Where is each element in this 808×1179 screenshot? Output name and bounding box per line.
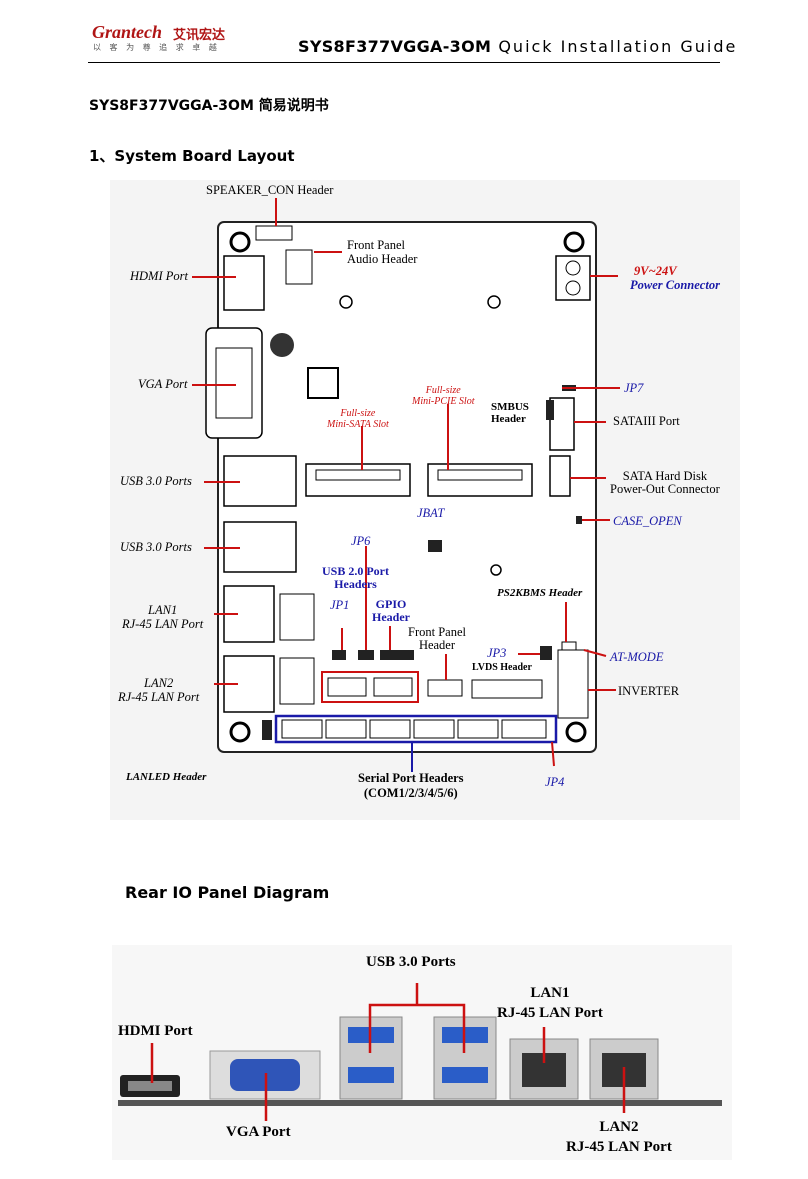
label-serial-headers: Serial Port Headers(COM1/2/3/4/5/6)	[358, 771, 464, 800]
brand-logo: Grantech	[92, 22, 163, 42]
power-connector-icon	[555, 255, 591, 301]
speaker-header-icon	[255, 225, 293, 241]
jp1-jumper-icon	[332, 650, 346, 660]
brand-logo-cn: 艾讯宏达	[173, 28, 226, 43]
label-speaker-header: SPEAKER_CON Header	[206, 183, 334, 197]
jbat-jumper-icon	[428, 540, 442, 552]
gpio-header-icon	[380, 650, 414, 660]
inverter-connector-icon	[557, 649, 589, 719]
rear-label-hdmi: HDMI Port	[118, 1023, 193, 1039]
serial-header-group-box	[274, 714, 558, 744]
ps2-header-icon	[561, 641, 577, 651]
label-inverter: INVERTER	[618, 684, 680, 698]
label-lanled-header: LANLED Header	[126, 771, 207, 783]
label-usb3-ports-b: USB 3.0 Ports	[120, 540, 192, 554]
mounting-hole-icon	[229, 231, 587, 743]
label-hdmi-port: HDMI Port	[130, 269, 188, 283]
rear-panel-edge	[118, 1100, 722, 1106]
label-vga-port: VGA Port	[138, 377, 188, 391]
jp6-jumper-icon	[358, 650, 374, 660]
label-jbat: JBAT	[417, 506, 445, 520]
lan-transformer-icon	[279, 593, 315, 641]
jp3-jumper-icon	[540, 646, 552, 660]
case-open-header-icon	[576, 516, 582, 524]
label-case-open: CASE_OPEN	[613, 514, 682, 528]
label-jp3: JP3	[487, 646, 507, 660]
header-divider	[88, 62, 720, 63]
board-layout-diagram	[110, 180, 740, 820]
label-jp6: JP6	[351, 534, 371, 548]
brand-slogan: 以 客 为 尊 追 求 卓 越	[93, 43, 220, 52]
label-jp7: JP7	[624, 381, 644, 395]
rear-label-vga: VGA Port	[226, 1124, 291, 1140]
section-heading-rear-io: Rear IO Panel Diagram	[125, 883, 330, 902]
header-title-rest: Quick Installation Guide	[498, 37, 738, 56]
header-title-model: SYS8F377VGGA-3OM	[298, 37, 492, 56]
sata-power-connector-icon	[549, 455, 571, 497]
lvds-header-icon	[471, 679, 543, 699]
section-heading-board-layout: 1、System Board Layout	[89, 147, 295, 165]
hdmi-connector-icon	[223, 255, 265, 311]
audio-header-icon	[285, 249, 313, 285]
label-usb3-ports-a: USB 3.0 Ports	[120, 474, 192, 488]
buzzer-icon	[270, 333, 294, 357]
usb2-header-group-box	[321, 671, 419, 703]
vga-connector-icon	[205, 327, 263, 439]
front-panel-header-icon	[427, 679, 463, 697]
label-at-mode: AT-MODE	[610, 650, 664, 664]
label-sata3-port: SATAIII Port	[613, 414, 680, 428]
chipset-icon	[307, 367, 339, 399]
rear-label-usb3: USB 3.0 Ports	[366, 954, 456, 970]
lanled-header-icon	[262, 720, 272, 740]
document-title: SYS8F377VGGA-3OM 简易说明书	[89, 98, 329, 114]
label-ps2-header: PS2KBMS Header	[497, 587, 583, 599]
label-lvds-header: LVDS Header	[472, 662, 532, 673]
rear-io-diagram	[112, 945, 732, 1160]
rear-leader-lines	[150, 983, 626, 1121]
header-title: SYS8F377VGGA-3OM Quick Installation Guid…	[298, 37, 737, 56]
label-jp1: JP1	[330, 598, 350, 612]
leader-lines	[192, 198, 620, 767]
lan-transformer-icon	[279, 657, 315, 705]
smbus-header-icon	[546, 400, 554, 420]
label-jp4: JP4	[545, 775, 565, 789]
